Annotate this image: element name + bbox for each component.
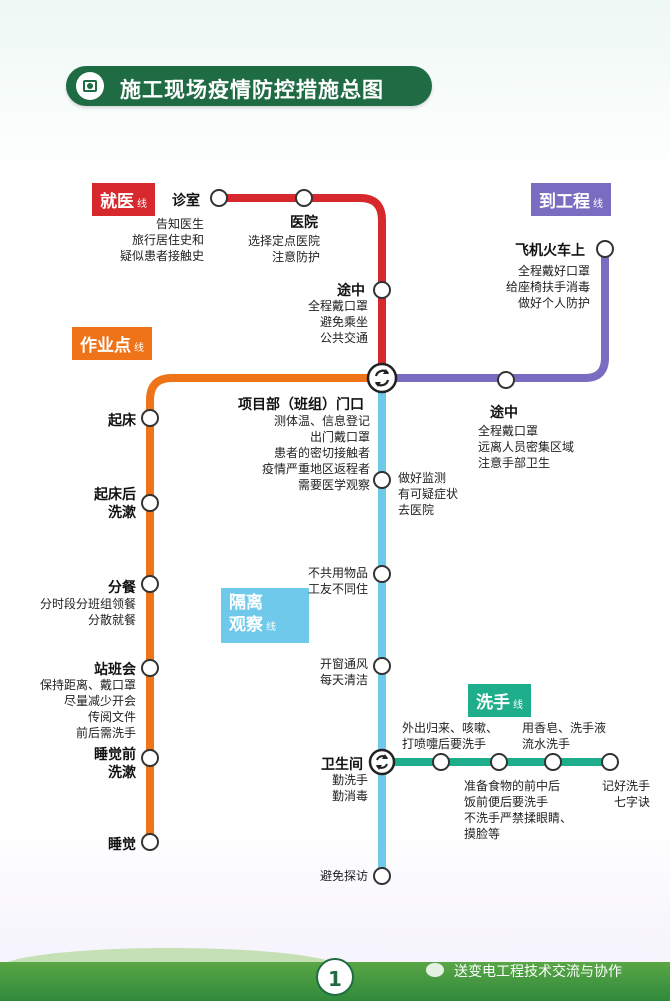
station-yiyuan: [295, 189, 313, 207]
page-number: 1: [316, 958, 354, 996]
stop-zhanbanhui-name: 站班会: [94, 662, 136, 678]
watermark-text: 送变电工程技术交流与协作: [454, 964, 622, 980]
stop-shuijiao-name: 睡觉: [108, 837, 136, 853]
red-line-track: [215, 194, 386, 382]
stop-zhenshi-notes: 告知医生 旅行居住史和 疑似患者接触史: [119, 217, 204, 263]
line-name-blue: 隔离 观察: [229, 593, 263, 635]
line-badge-blue: 隔离 观察线: [221, 588, 309, 643]
stop-fencan-notes: 分时段分班组领餐 分散就餐: [39, 597, 136, 627]
stop-menkou-name: 项目部（班组）门口: [238, 397, 364, 413]
station-qizijue: [601, 753, 619, 771]
stop-tuzhong-red-notes: 全程戴口罩 避免乘坐 公共交通: [307, 299, 368, 345]
stop-feiji-name: 飞机火车上: [515, 243, 585, 259]
medical-kit-icon: [76, 72, 104, 100]
stop-qizijue-notes: 记好洗手 七字诀: [601, 779, 650, 809]
stop-tuzhong-red-name: 途中: [337, 283, 365, 299]
stop-waichu-notes: 外出归来、咳嗽、 打喷嚏后要洗手: [402, 721, 499, 751]
station-zhanbanhui: [141, 659, 159, 677]
station-jiance: [373, 471, 391, 489]
stop-zhanbanhui-notes: 保持距离、戴口罩 尽量减少开会 传阅文件 前后需洗手: [39, 678, 136, 740]
page-title: 施工现场疫情防控措施总图: [120, 78, 384, 102]
stop-yiyuan-name: 医院: [290, 215, 318, 231]
line-badge-green: 洗手线: [468, 684, 531, 717]
station-tuzhong-purple: [497, 371, 515, 389]
stop-zhunbei-notes: 准备食物的前中后 饭前便后要洗手 不洗手严禁揉眼睛、 摸脸等: [464, 779, 573, 841]
station-feiji: [596, 240, 614, 258]
station-tuzhong-red: [373, 281, 391, 299]
station-waichu: [432, 753, 450, 771]
line-name-green: 洗手: [476, 693, 510, 713]
line-badge-orange: 作业点线: [72, 327, 152, 360]
line-suffix-green: 线: [513, 700, 523, 711]
purple-line-track: [378, 245, 609, 382]
stop-feiji-notes: 全程戴好口罩 给座椅扶手消毒 做好个人防护: [505, 264, 590, 310]
line-suffix-blue: 线: [266, 622, 276, 633]
line-name-purple: 到工程: [539, 192, 590, 212]
stop-bugongyong-notes: 不共用物品 工友不同住: [307, 566, 368, 596]
line-badge-purple: 到工程线: [531, 183, 611, 216]
title-bar: 施工现场疫情防控措施总图: [66, 66, 432, 106]
stop-tanfang-notes: 避免探访: [319, 869, 368, 883]
stop-menkou-notes: 测体温、信息登记 出门戴口罩 患者的密切接触者 疫情严重地区返程者 需要医学观察: [261, 414, 370, 492]
stop-weishengjian-notes: 勤洗手 勤消毒: [331, 773, 368, 803]
orange-line-track: [146, 374, 386, 846]
station-zhenshi: [210, 189, 228, 207]
stop-yiyuan-notes: 选择定点医院 注意防护: [247, 234, 320, 264]
station-fencan: [141, 575, 159, 593]
stop-kaichuang-notes: 开窗通风 每天清洁: [319, 657, 368, 687]
stop-qichuanghou-name: 起床后 洗漱: [94, 487, 136, 521]
line-suffix-purple: 线: [593, 199, 603, 210]
stop-fencan-name: 分餐: [108, 580, 136, 596]
station-bugongyong: [373, 565, 391, 583]
station-shuijiaoqian: [141, 749, 159, 767]
stop-jiance-notes: 做好监测 有可疑症状 去医院: [398, 471, 459, 517]
station-zhunbei: [490, 753, 508, 771]
line-name-orange: 作业点: [80, 336, 131, 356]
line-suffix-orange: 线: [134, 343, 144, 354]
stop-xiangzao-notes: 用香皂、洗手液 流水洗手: [522, 721, 607, 751]
station-shuijiao: [141, 833, 159, 851]
station-tanfang: [373, 867, 391, 885]
line-name-red: 就医: [100, 192, 134, 212]
interchange-main-icon: [366, 362, 398, 394]
stop-tuzhong-purple-name: 途中: [490, 405, 518, 421]
stop-shuijiaoqian-name: 睡觉前 洗漱: [94, 747, 136, 781]
station-qichuang: [141, 409, 159, 427]
interchange-weishengjian-icon: [368, 748, 396, 776]
station-kaichuang: [373, 657, 391, 675]
stop-weishengjian-name: 卫生间: [321, 757, 363, 773]
stop-qichuang-name: 起床: [108, 413, 136, 429]
line-suffix-red: 线: [137, 199, 147, 210]
wechat-icon: [426, 963, 444, 977]
stop-tuzhong-purple-notes: 全程戴口罩 远离人员密集区域 注意手部卫生: [478, 424, 575, 470]
stop-zhenshi-name: 诊室: [172, 193, 200, 209]
line-badge-red: 就医线: [92, 183, 155, 216]
station-xiangzao: [544, 753, 562, 771]
station-qichuanghou: [141, 494, 159, 512]
